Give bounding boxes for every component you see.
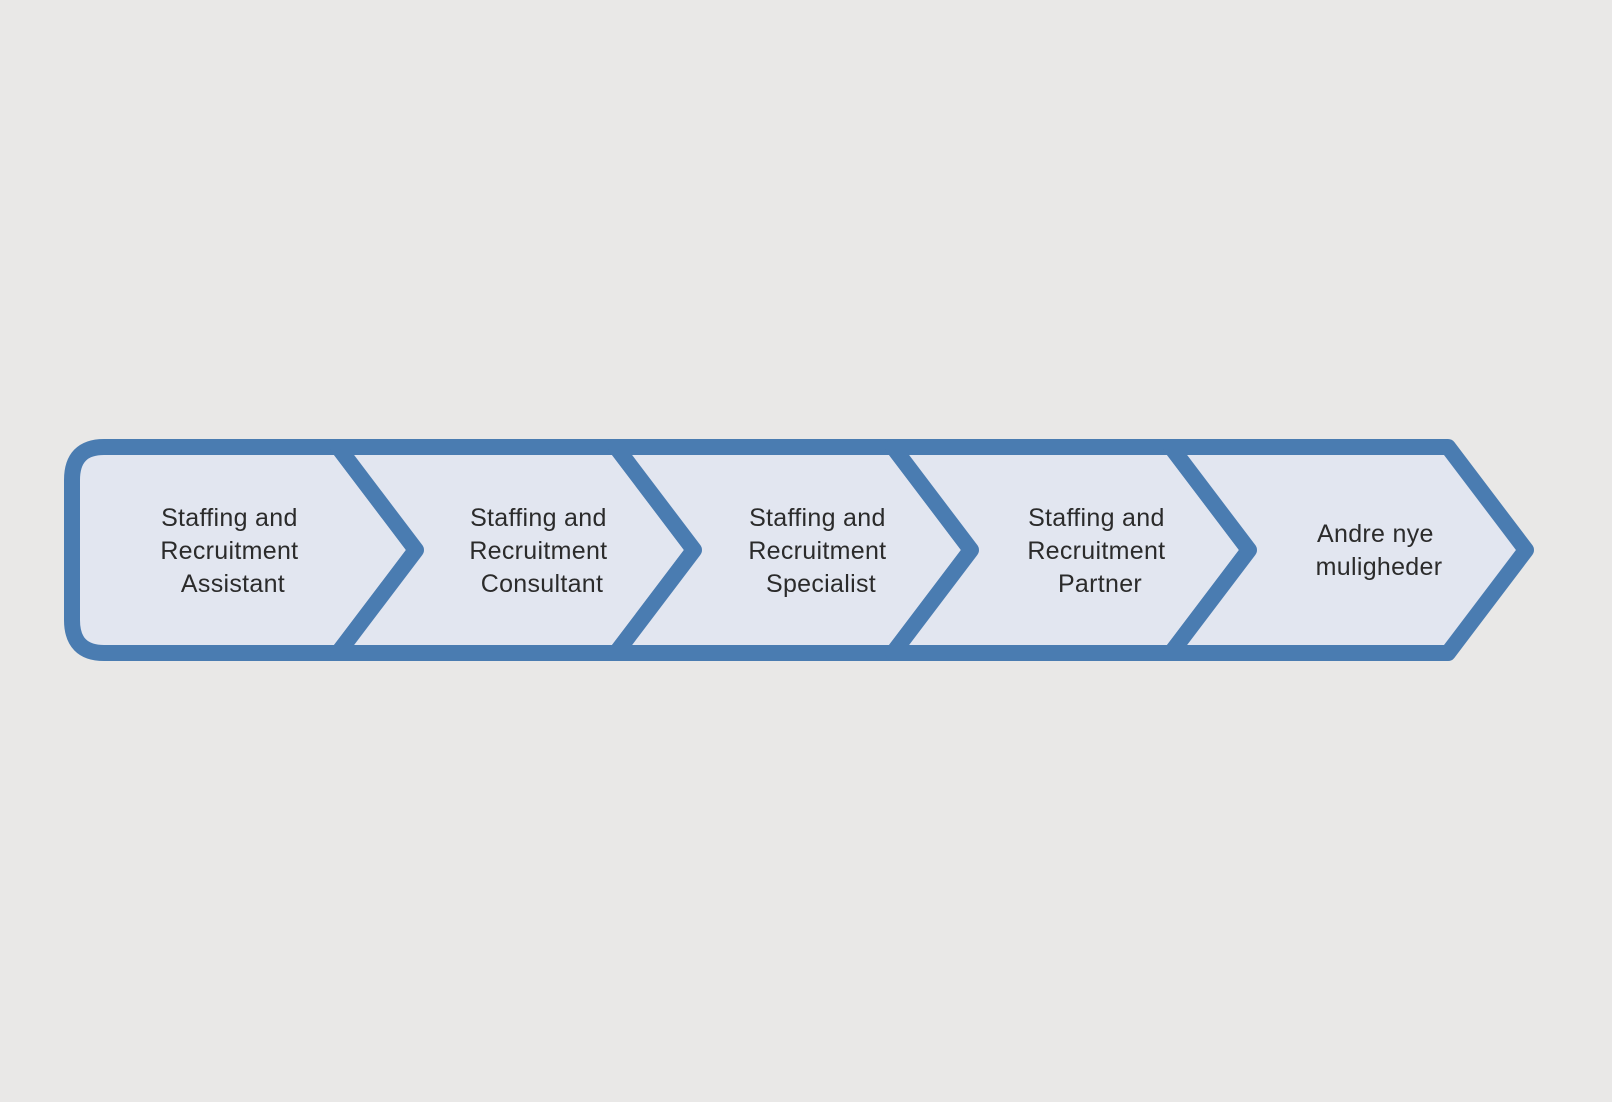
stage-1-chevron-shape [64, 439, 424, 661]
label-line: Staffing and [470, 504, 607, 532]
label-line: Recruitment [1027, 537, 1165, 565]
label-line: Staffing and [161, 504, 298, 532]
stage-group-1: Staffing and Recruitment Assistant [64, 439, 424, 661]
label-line: Recruitment [160, 537, 298, 565]
label-line: Recruitment [469, 537, 607, 565]
label-line: Partner [1058, 570, 1142, 598]
label-line: Staffing and [749, 504, 886, 532]
stage-2-label: Staffing and Recruitment Consultant [469, 504, 614, 598]
label-line: Consultant [481, 570, 604, 598]
stage-5-chevron-shape [1163, 439, 1534, 661]
label-line: Recruitment [748, 537, 886, 565]
label-line: muligheder [1316, 553, 1443, 581]
stage-4-label: Staffing and Recruitment Partner [1027, 504, 1172, 598]
stage-1-label: Staffing and Recruitment Assistant [160, 504, 305, 598]
label-line: Specialist [766, 570, 876, 598]
label-line: Assistant [181, 570, 285, 598]
stage-3-label: Staffing and Recruitment Specialist [748, 504, 893, 598]
stage-5-label: Andre nye muligheder [1316, 520, 1443, 581]
label-line: Andre nye [1317, 520, 1434, 548]
stage-group-5: Andre nye muligheder [1163, 439, 1534, 661]
label-line: Staffing and [1028, 504, 1165, 532]
